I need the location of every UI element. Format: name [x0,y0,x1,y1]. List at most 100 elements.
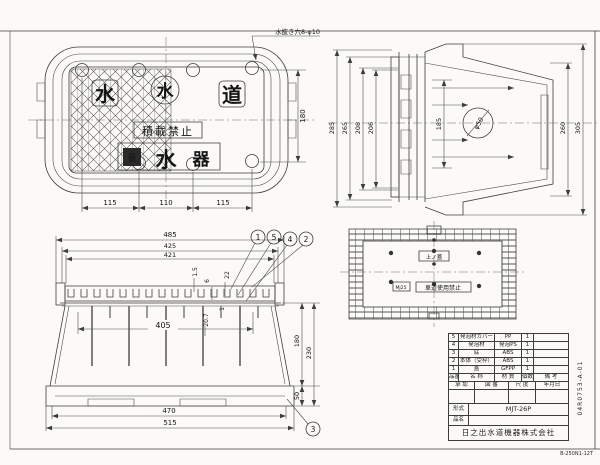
approval-label: 承 認 [449,382,475,389]
sui-left-box [92,80,118,106]
product-name-label: 品名 [449,416,469,425]
date-value [536,390,568,403]
dim-485: 485 [163,231,176,239]
lid-no-load-label: 積載禁止 [142,124,194,138]
front-view-bottom-dims: 470 515 [46,406,294,431]
scale-label: 尺 度 [509,382,536,389]
parts-header-row: 品番 名 称 材 質 個数 備 考 [449,374,568,382]
side-view-left-dims: 285 265 208 206 [328,50,398,207]
date-label: 年月日 [543,382,561,388]
part-no: 3 [449,350,459,357]
approval-value-row [449,390,568,404]
model-row: 形式 MJT-26P [449,404,568,416]
dim-305: 305 [574,122,582,134]
part-qty: 1 [522,358,534,365]
dim-1: 1 [219,307,226,311]
lid-char-do: 道 [222,83,242,107]
lid-emblem-ryo: 量 [127,153,136,164]
product-name-row: 品名 [449,416,568,426]
part-note [534,350,568,357]
dim-6: 6 [204,279,211,283]
lid-char-sui-left: 水 [95,82,116,106]
part-balloons: 1 5 4 2 3 [231,230,320,436]
parts-header-material: 材 質 [495,374,522,381]
no-road-label: 車道使用禁止 [425,284,461,292]
dim-1-5: 1.5 [192,267,199,277]
part-note [534,342,568,349]
part-name: 本体（受枠） [459,358,495,365]
part-no: 5 [449,334,459,341]
approval-header-row: 承 認 図 番 尺 度 年月日 [449,382,568,390]
castellated-band [65,286,275,301]
dim-208: 208 [354,122,362,134]
dim-180-topview: 180 [299,109,307,122]
balloon-1: 1 [256,233,261,242]
company-row: 日之出水道機器株式会社 [449,426,568,440]
sheet-frame [0,31,600,449]
code-box [393,282,410,291]
part-note [534,366,568,373]
dim-470: 470 [162,407,175,415]
front-view-right-dims: 180 230 50 [282,303,320,406]
document-number-vertical: 04R0753-A-01 [577,360,584,416]
parts-row: 3 底 ABS 1 [449,350,568,358]
dim-206: 206 [367,122,375,134]
top-view-dimensions: 115 110 115 180 [82,70,307,212]
scale-value [509,390,536,403]
part-material: ABS [495,350,522,357]
side-view-right-dims: 260 305 [463,44,587,215]
drawing-no-label: 図 番 [475,382,509,389]
no-load-box [134,122,202,138]
parts-row: 2 本体（受枠） ABS 1 [449,358,568,366]
dim-phi50: φ50 [472,116,485,131]
parts-header-qty: 個数 [522,374,534,381]
code-label: MJ25 [396,285,407,291]
parts-header-name: 名 称 [459,374,495,381]
meter-label-box [118,143,220,170]
knockout-hole [463,108,493,138]
dim-22: 22 [224,271,231,279]
title-block: 5 発泡材カバー PP 1 4 発泡材 発泡PS 1 3 底 ABS 1 2 本… [448,333,569,441]
lid-char-ki: 器 [192,150,211,170]
parts-row: 1 蓋 GFPP 1 [449,366,568,374]
product-name-value [469,416,568,425]
part-name: 発泡材 [459,342,495,349]
part-no: 4 [449,342,459,349]
part-material: ABS [495,358,522,365]
dim-115-right: 115 [216,199,229,207]
dim-115-left: 115 [103,199,116,207]
meter-emblem-box [123,148,141,166]
bottom-view-frame-band [349,229,516,319]
part-qty: 1 [522,366,534,373]
dim-405-mask [148,320,178,330]
balloon-3: 3 [311,425,316,434]
part-qty: 1 [522,350,534,357]
dim-20-7: 20.7 [203,313,210,327]
top-mark-box [419,251,449,261]
dim-405: 405 [155,321,170,330]
part-name: 蓋 [459,366,495,373]
dim-185: 185 [435,118,443,130]
parts-row: 4 発泡材 発泡PS 1 [449,342,568,350]
part-note [534,358,568,365]
part-note [534,334,568,341]
side-section-view: φ50 285 265 208 206 185 [328,44,598,215]
part-material: PP [495,334,522,341]
lid-hatch-pattern [71,69,171,171]
balloon-2: 2 [304,235,309,244]
sui-center-circle [151,76,179,104]
dim-260: 260 [559,122,567,134]
dim-180-front: 180 [293,335,301,347]
balloon-5: 5 [272,233,277,242]
company-name: 日之出水道機器株式会社 [461,428,556,437]
dim-265: 265 [341,122,349,134]
dim-50: 50 [293,392,301,400]
front-view-top-dims: 485 425 421 [56,231,284,283]
lid-char-sui-big: 水 [156,148,178,172]
balloon-4: 4 [288,235,293,244]
front-view-small-dims: 1.5 6 22 20.7 1 [192,267,231,336]
drawing-no-value [475,390,509,403]
part-no: 2 [449,358,459,365]
